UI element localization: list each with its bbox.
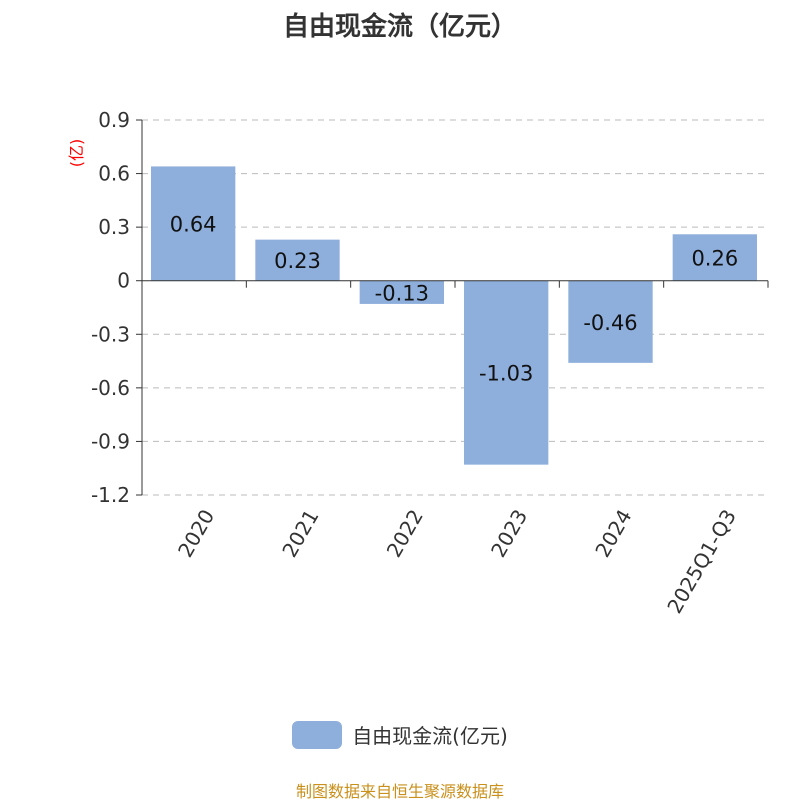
data-label: 0.23 — [274, 249, 321, 273]
y-tick-label: 0.6 — [98, 162, 130, 186]
y-axis-label: (亿) — [67, 139, 86, 168]
bar[interactable] — [255, 239, 340, 281]
data-label: -1.03 — [479, 362, 533, 386]
y-tick-label: -0.3 — [91, 322, 130, 346]
x-tick-label: 2025Q1-Q3 — [662, 505, 741, 617]
y-tick-label: -0.9 — [91, 429, 130, 453]
data-label: -0.13 — [375, 281, 429, 305]
x-tick-label: 2023 — [486, 505, 532, 561]
y-tick-label: -1.2 — [91, 483, 130, 507]
bar[interactable] — [359, 280, 444, 304]
x-tick-label: 2021 — [277, 505, 323, 561]
bar[interactable] — [464, 280, 549, 465]
x-tick-label: 2020 — [173, 505, 219, 561]
data-label: 0.64 — [170, 213, 217, 237]
data-label: 0.26 — [691, 247, 738, 271]
x-tick-label: 2024 — [590, 505, 636, 561]
chart-title: 自由现金流（亿元） — [282, 12, 517, 42]
y-tick-label: 0.9 — [98, 108, 130, 132]
legend-label: 自由现金流(亿元) — [352, 724, 508, 748]
y-tick-label: 0 — [117, 269, 130, 293]
y-tick-label: 0.3 — [98, 215, 130, 239]
bar[interactable] — [568, 280, 653, 363]
y-tick-label: -0.6 — [91, 376, 130, 400]
source-footer: 制图数据来自恒生聚源数据库 — [295, 782, 504, 801]
data-label: -0.46 — [583, 311, 637, 335]
legend-swatch — [292, 720, 343, 749]
bar[interactable] — [151, 166, 236, 281]
x-tick-label: 2022 — [382, 505, 428, 561]
legend[interactable]: 自由现金流(亿元) — [0, 720, 800, 749]
bar[interactable] — [672, 234, 757, 281]
